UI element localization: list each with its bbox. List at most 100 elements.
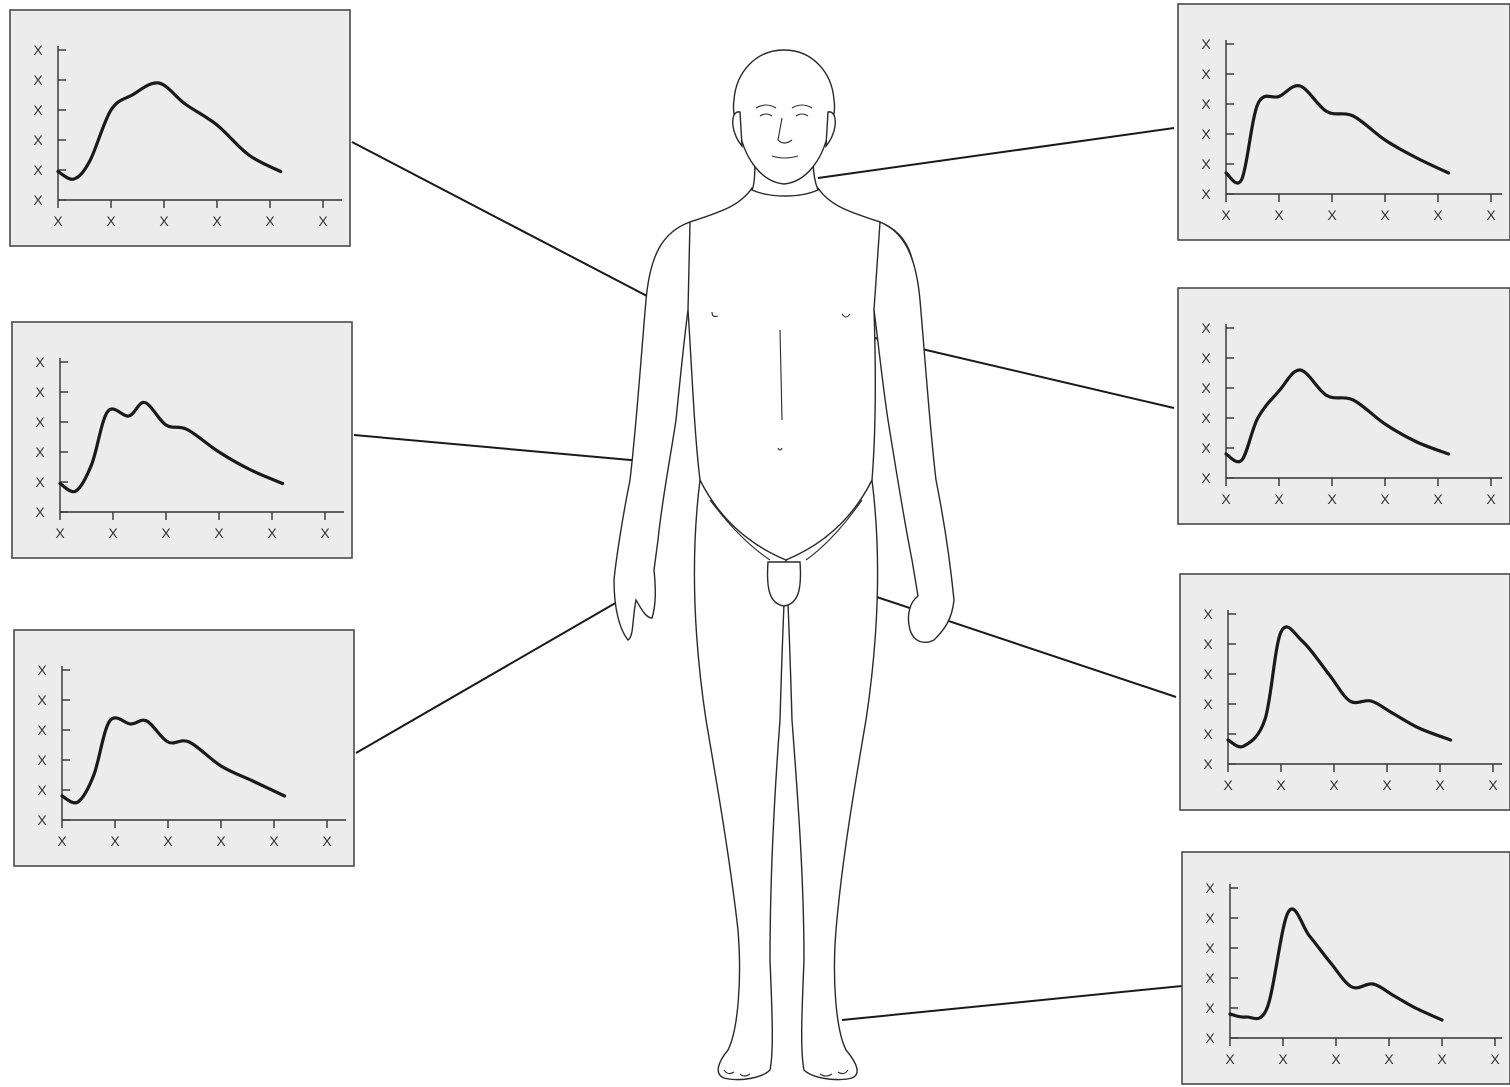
y-tick-label: X <box>1205 1000 1215 1016</box>
y-tick-label: X <box>35 354 45 370</box>
x-tick-label: X <box>1276 777 1286 793</box>
y-tick-label: X <box>1201 410 1211 426</box>
y-tick-label: X <box>1201 470 1211 486</box>
y-tick-label: X <box>1203 726 1213 742</box>
x-tick-label: X <box>1278 1051 1288 1067</box>
y-tick-label: X <box>37 782 47 798</box>
x-tick-label: X <box>269 833 279 849</box>
chart-panel-background <box>14 630 354 866</box>
leader-line-upper-arm <box>354 435 652 462</box>
y-tick-label: X <box>35 414 45 430</box>
y-tick-label: X <box>37 812 47 828</box>
leader-line-neck-right <box>818 128 1174 178</box>
y-tick-label: X <box>1201 380 1211 396</box>
x-tick-label: X <box>1331 1051 1341 1067</box>
chart-panel-background <box>10 10 350 246</box>
genital-area <box>768 562 801 606</box>
x-tick-label: X <box>1221 491 1231 507</box>
x-tick-label: X <box>1437 1051 1447 1067</box>
x-tick-label: X <box>1488 777 1498 793</box>
x-tick-label: X <box>212 213 222 229</box>
chart-panel-background <box>1182 852 1510 1084</box>
y-tick-label: X <box>1205 940 1215 956</box>
leader-line-head-neck <box>352 142 647 296</box>
left-ear <box>733 112 742 146</box>
x-tick-label: X <box>322 833 332 849</box>
x-tick-label: X <box>214 525 224 541</box>
x-tick-label: X <box>110 833 120 849</box>
chart-panel-background <box>1178 4 1510 240</box>
x-tick-label: X <box>1384 1051 1394 1067</box>
y-tick-label: X <box>1203 696 1213 712</box>
x-tick-label: X <box>1274 207 1284 223</box>
leader-line-forearm <box>356 590 638 753</box>
x-tick-label: X <box>159 213 169 229</box>
y-tick-label: X <box>1203 666 1213 682</box>
y-tick-label: X <box>1201 186 1211 202</box>
y-tick-label: X <box>37 692 47 708</box>
y-tick-label: X <box>1203 636 1213 652</box>
y-tick-label: X <box>37 752 47 768</box>
x-tick-label: X <box>1435 777 1445 793</box>
x-tick-label: X <box>1327 207 1337 223</box>
x-tick-label: X <box>108 525 118 541</box>
y-tick-label: X <box>33 72 43 88</box>
y-tick-label: X <box>33 132 43 148</box>
chart-panel-background <box>12 322 352 558</box>
x-tick-label: X <box>1329 777 1339 793</box>
x-tick-label: X <box>1223 777 1233 793</box>
x-tick-label: X <box>57 833 67 849</box>
y-tick-label: X <box>35 384 45 400</box>
y-tick-label: X <box>35 474 45 490</box>
x-tick-label: X <box>1433 491 1443 507</box>
y-tick-label: X <box>33 42 43 58</box>
y-tick-label: X <box>37 722 47 738</box>
chart-panel-groin: XXXXXXXXXXXX <box>1180 574 1510 810</box>
y-tick-label: X <box>33 192 43 208</box>
x-tick-label: X <box>55 525 65 541</box>
leader-line-groin <box>832 582 1176 697</box>
x-tick-label: X <box>267 525 277 541</box>
y-tick-label: X <box>1205 910 1215 926</box>
chart-panel-background <box>1180 574 1510 810</box>
leader-line-ankle <box>842 986 1182 1020</box>
x-tick-label: X <box>1221 207 1231 223</box>
x-tick-label: X <box>53 213 63 229</box>
y-tick-label: X <box>33 102 43 118</box>
y-tick-label: X <box>1201 66 1211 82</box>
y-tick-label: X <box>1201 440 1211 456</box>
x-tick-label: X <box>163 833 173 849</box>
x-tick-label: X <box>265 213 275 229</box>
x-tick-label: X <box>320 525 330 541</box>
y-tick-label: X <box>1203 756 1213 772</box>
chart-panel-background <box>1178 288 1510 524</box>
y-tick-label: X <box>1201 320 1211 336</box>
x-tick-label: X <box>1486 207 1496 223</box>
y-tick-label: X <box>1205 880 1215 896</box>
y-tick-label: X <box>1201 96 1211 112</box>
y-tick-label: X <box>1201 156 1211 172</box>
head <box>733 50 834 184</box>
right-ear <box>826 112 835 146</box>
y-tick-label: X <box>1201 126 1211 142</box>
y-tick-label: X <box>37 662 47 678</box>
x-tick-label: X <box>1433 207 1443 223</box>
chart-panel-chest: XXXXXXXXXXXX <box>1178 288 1510 524</box>
x-tick-label: X <box>1327 491 1337 507</box>
x-tick-label: X <box>1382 777 1392 793</box>
x-tick-label: X <box>1380 207 1390 223</box>
x-tick-label: X <box>318 213 328 229</box>
y-tick-label: X <box>33 162 43 178</box>
x-tick-label: X <box>1274 491 1284 507</box>
y-tick-label: X <box>1205 970 1215 986</box>
y-tick-label: X <box>35 504 45 520</box>
x-tick-label: X <box>1486 491 1496 507</box>
y-tick-label: X <box>1201 36 1211 52</box>
y-tick-label: X <box>1205 1030 1215 1046</box>
